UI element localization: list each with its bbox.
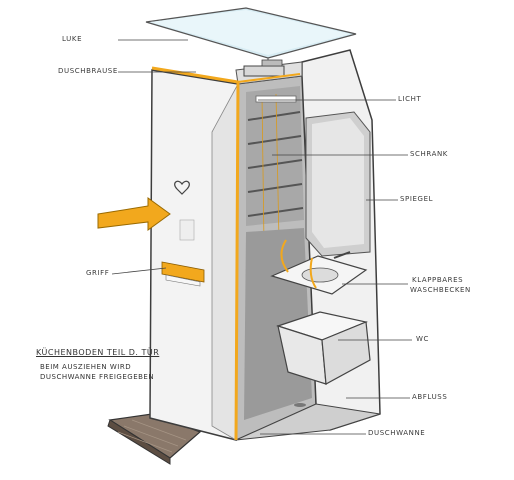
- label-duschwanne: DUSCHWANNE: [368, 429, 426, 437]
- note-line-3: DUSCHWANNE FREIGEGEBEN: [40, 373, 155, 381]
- label-wc: WC: [416, 335, 430, 343]
- light-fixture: [255, 95, 297, 103]
- shower-head: [243, 59, 285, 77]
- folding-sink: [270, 239, 368, 295]
- label-waschbecken: WASCHBECKEN: [410, 286, 471, 294]
- toilet: [276, 311, 371, 385]
- leader-lines: [111, 39, 412, 435]
- note-line-2: BEIM AUSZIEHEN WIRD: [40, 363, 132, 371]
- label-duschbrause: DUSCHBRAUSE: [58, 67, 118, 75]
- door-panel: [149, 69, 239, 441]
- label-griff: GRIFF: [86, 269, 110, 277]
- note-title: KÜCHENBODEN TEIL D. TÜR: [36, 348, 160, 357]
- mirror-cabinet: [305, 111, 371, 257]
- accent-frame: [151, 66, 301, 441]
- label-licht: LICHT: [398, 95, 422, 103]
- label-spiegel: SPIEGEL: [400, 195, 434, 203]
- shower-tray: [235, 403, 381, 441]
- label-schrank: SCHRANK: [410, 150, 448, 158]
- label-klappbares: KLAPPBARES: [412, 276, 464, 284]
- label-abfluss: ABFLUSS: [412, 393, 448, 401]
- pull-out-arrow: [97, 197, 171, 231]
- skylight-hatch: [145, 7, 357, 62]
- label-luke: LUKE: [62, 35, 83, 43]
